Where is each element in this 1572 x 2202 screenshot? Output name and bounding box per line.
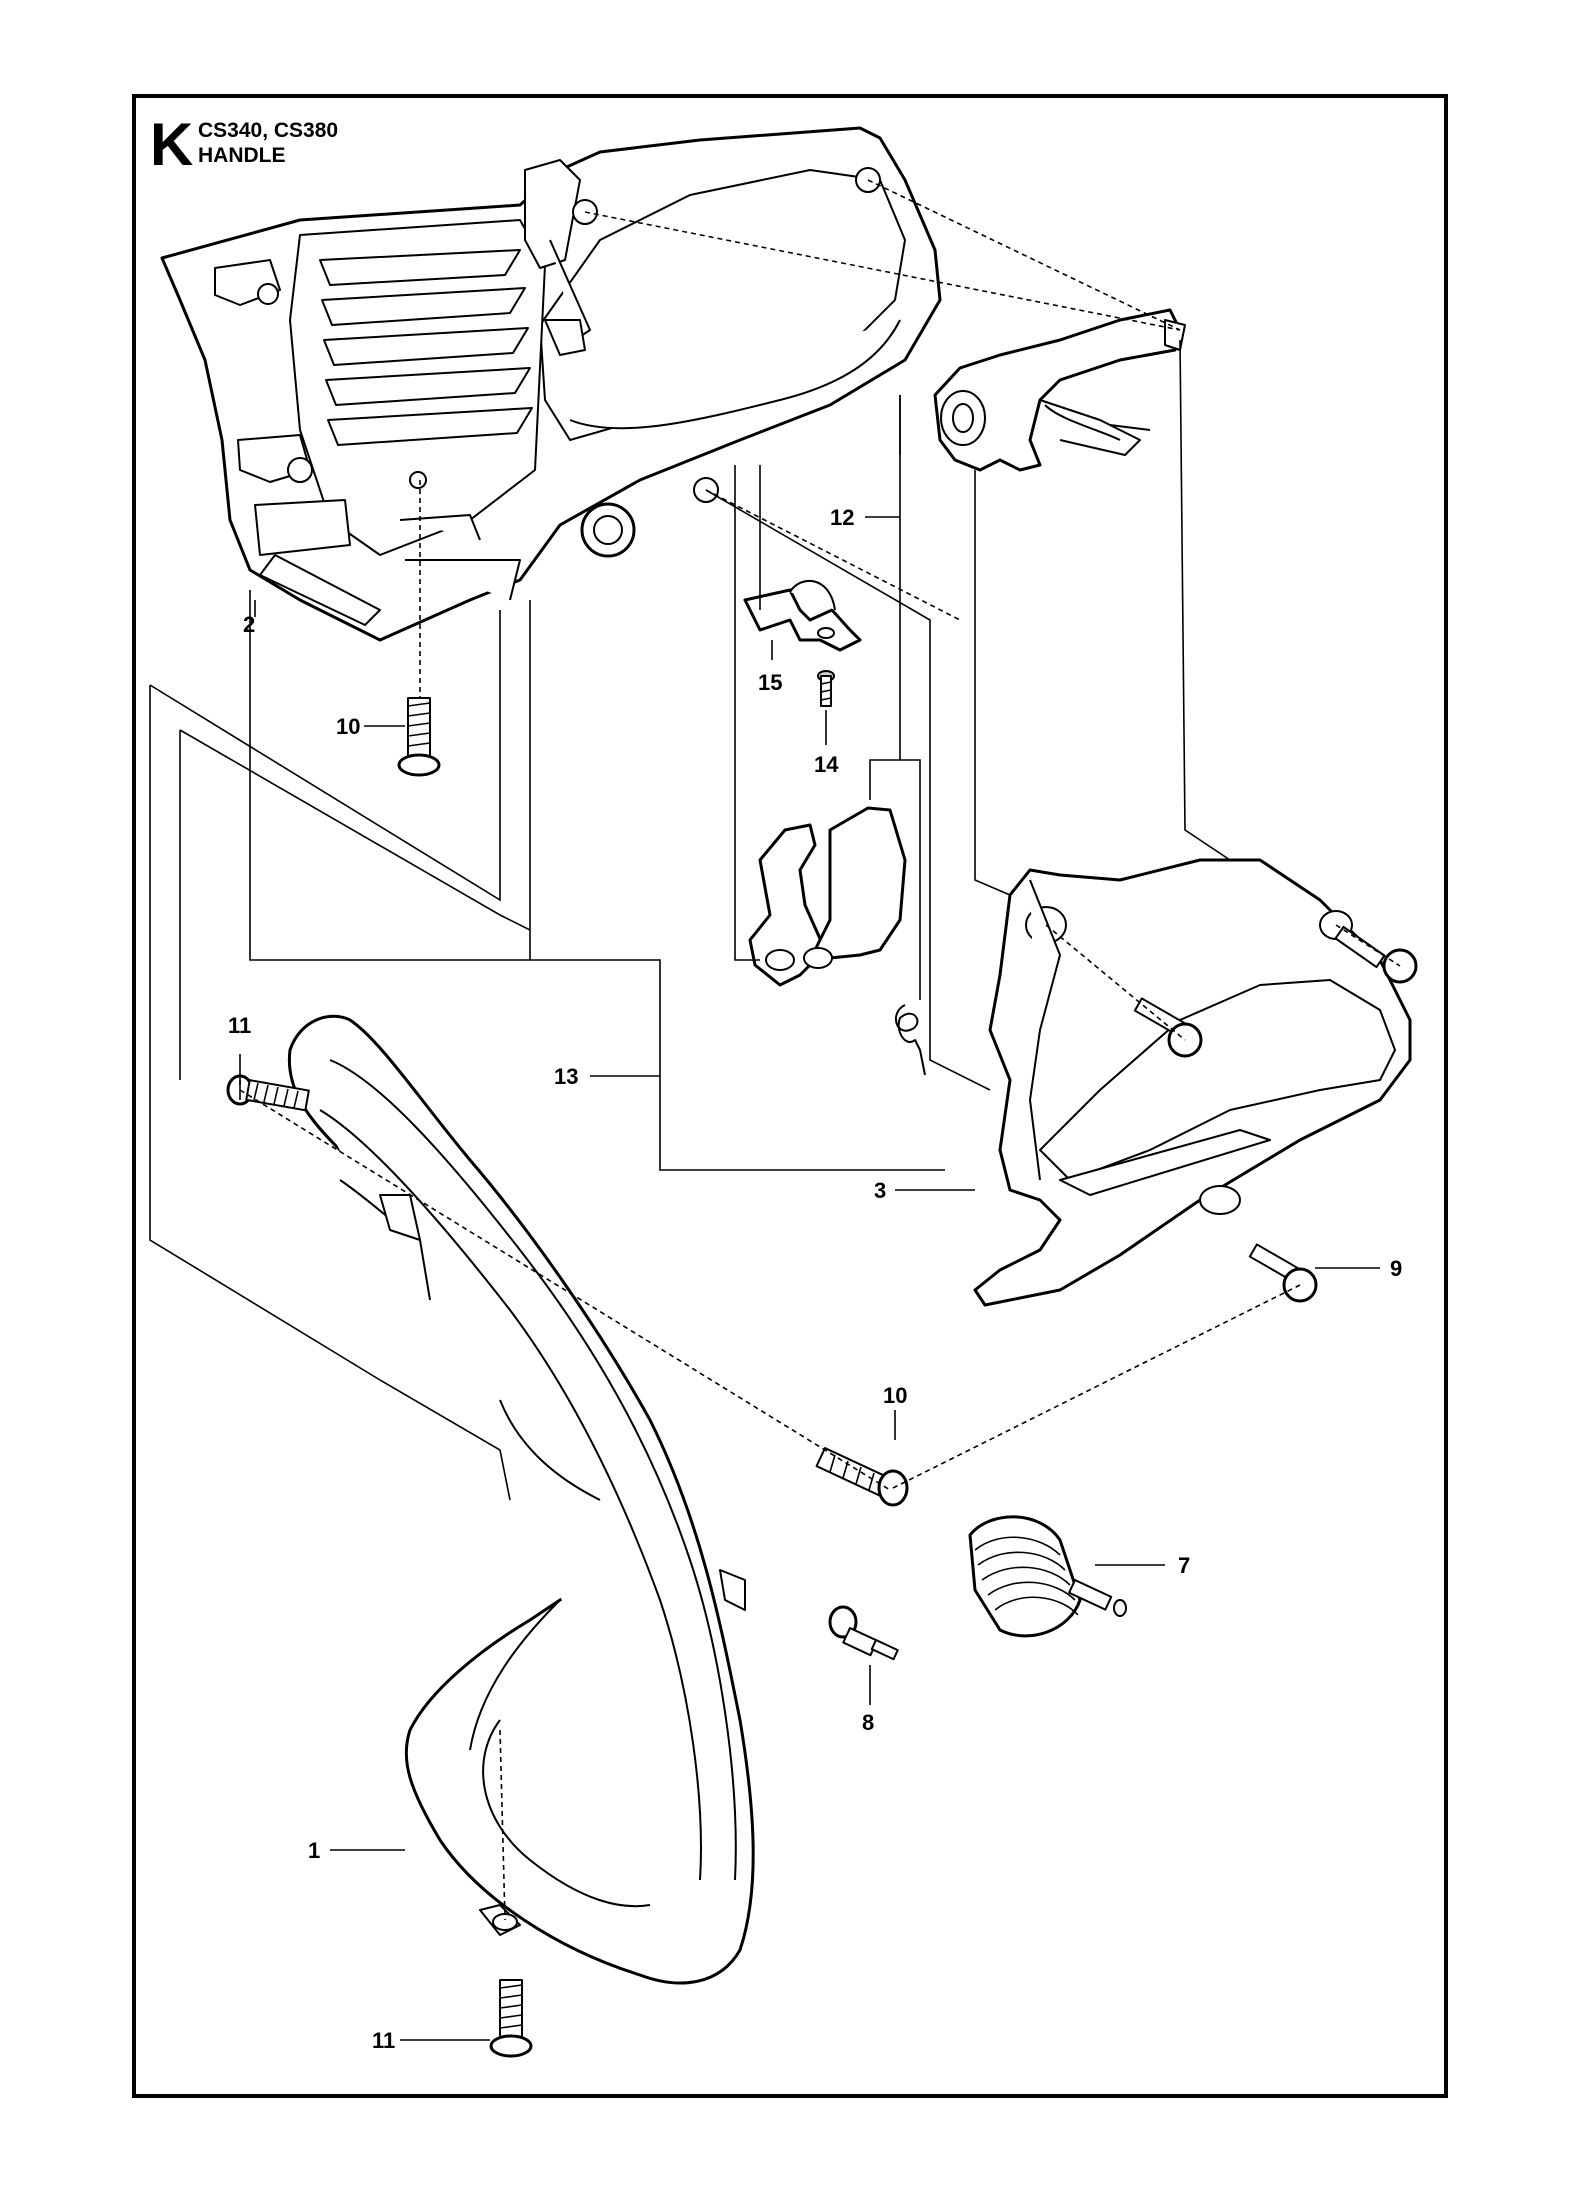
bolt-8 (828, 1605, 899, 1661)
callout-9: 9 (1390, 1256, 1402, 1281)
callout-3: 3 (874, 1178, 886, 1203)
callout-12: 12 (830, 505, 854, 530)
cable-clamp (743, 579, 862, 652)
callout-10-upper: 10 (336, 714, 360, 739)
cover-screws (1133, 925, 1418, 1303)
handle-cover (973, 858, 1412, 1307)
callout-13: 13 (554, 1064, 578, 1089)
section-letter: K (150, 111, 193, 178)
assembly-lines (149, 179, 1401, 1921)
callout-2: 2 (243, 612, 255, 637)
throttle-trigger (933, 308, 1186, 472)
rear-handle-housing (160, 126, 942, 642)
bolt-10-lower (815, 1447, 909, 1507)
callout-1: 1 (308, 1838, 320, 1863)
model-list: CS340, CS380 (198, 119, 338, 142)
callout-labels: 1 2 3 7 8 9 10 10 11 11 12 13 14 15 (228, 505, 1402, 2053)
callout-15: 15 (758, 670, 782, 695)
callout-14: 14 (814, 752, 839, 777)
anti-vibration-spring (968, 1515, 1127, 1638)
diagram-header: K CS340, CS380 HANDLE (150, 111, 338, 178)
bolt-11-lower (489, 1979, 533, 2058)
spring-clip (895, 1004, 926, 1076)
callout-8: 8 (862, 1710, 874, 1735)
callout-11-upper: 11 (228, 1013, 251, 1038)
section-title: HANDLE (198, 144, 286, 167)
screw-14 (817, 670, 835, 707)
bolt-10-upper (397, 697, 441, 777)
callout-7: 7 (1178, 1553, 1190, 1578)
diagram-frame (132, 94, 1448, 2098)
callout-11-lower: 11 (372, 2028, 395, 2053)
housing-fins (319, 249, 533, 446)
brake-lever (748, 806, 907, 987)
callout-10-lower: 10 (883, 1383, 907, 1408)
front-handle (287, 1014, 755, 1985)
callout-leaders (239, 516, 1380, 2041)
